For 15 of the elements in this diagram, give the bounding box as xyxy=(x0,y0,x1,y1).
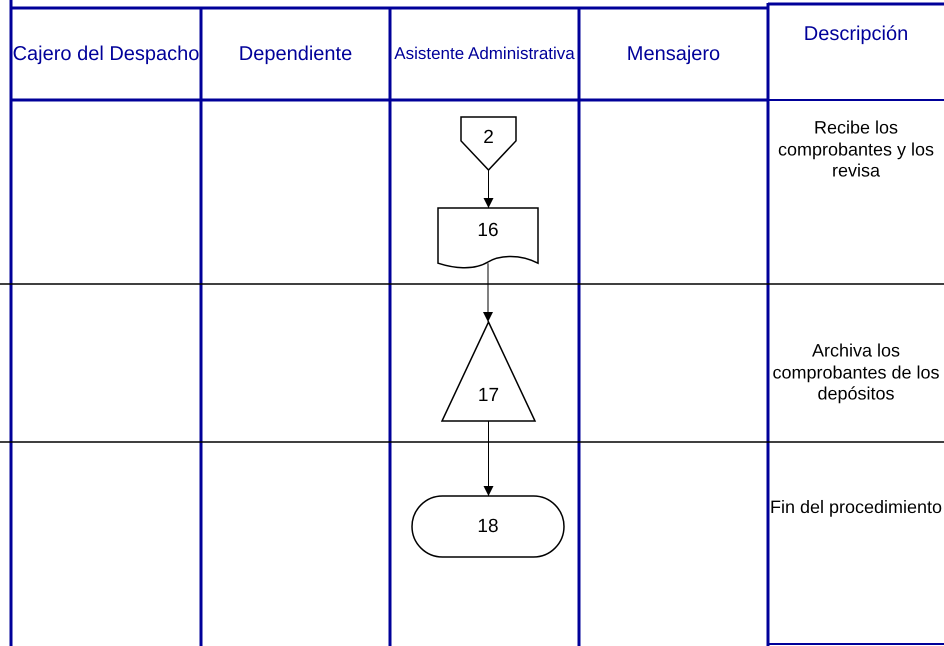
step-number: 2 xyxy=(483,127,494,150)
column-header: Descripción xyxy=(804,23,908,45)
arrow xyxy=(484,170,494,208)
step-number: 16 xyxy=(477,220,499,242)
arrow xyxy=(483,262,493,322)
arrow xyxy=(484,420,494,496)
step-description: Recibe los comprobantes y los revisa xyxy=(778,118,934,181)
step-number: 17 xyxy=(478,385,500,408)
column-header: Dependiente xyxy=(238,43,352,65)
step-description: Fin del procedimiento xyxy=(770,497,942,518)
step-number: 18 xyxy=(477,516,499,538)
column-header: Mensajero xyxy=(626,43,720,65)
column-header: Cajero del Despacho xyxy=(12,43,200,65)
column-header: Asistente Administrativa xyxy=(394,44,575,63)
step-description: Archiva los comprobantes de los depósitos xyxy=(772,340,940,404)
